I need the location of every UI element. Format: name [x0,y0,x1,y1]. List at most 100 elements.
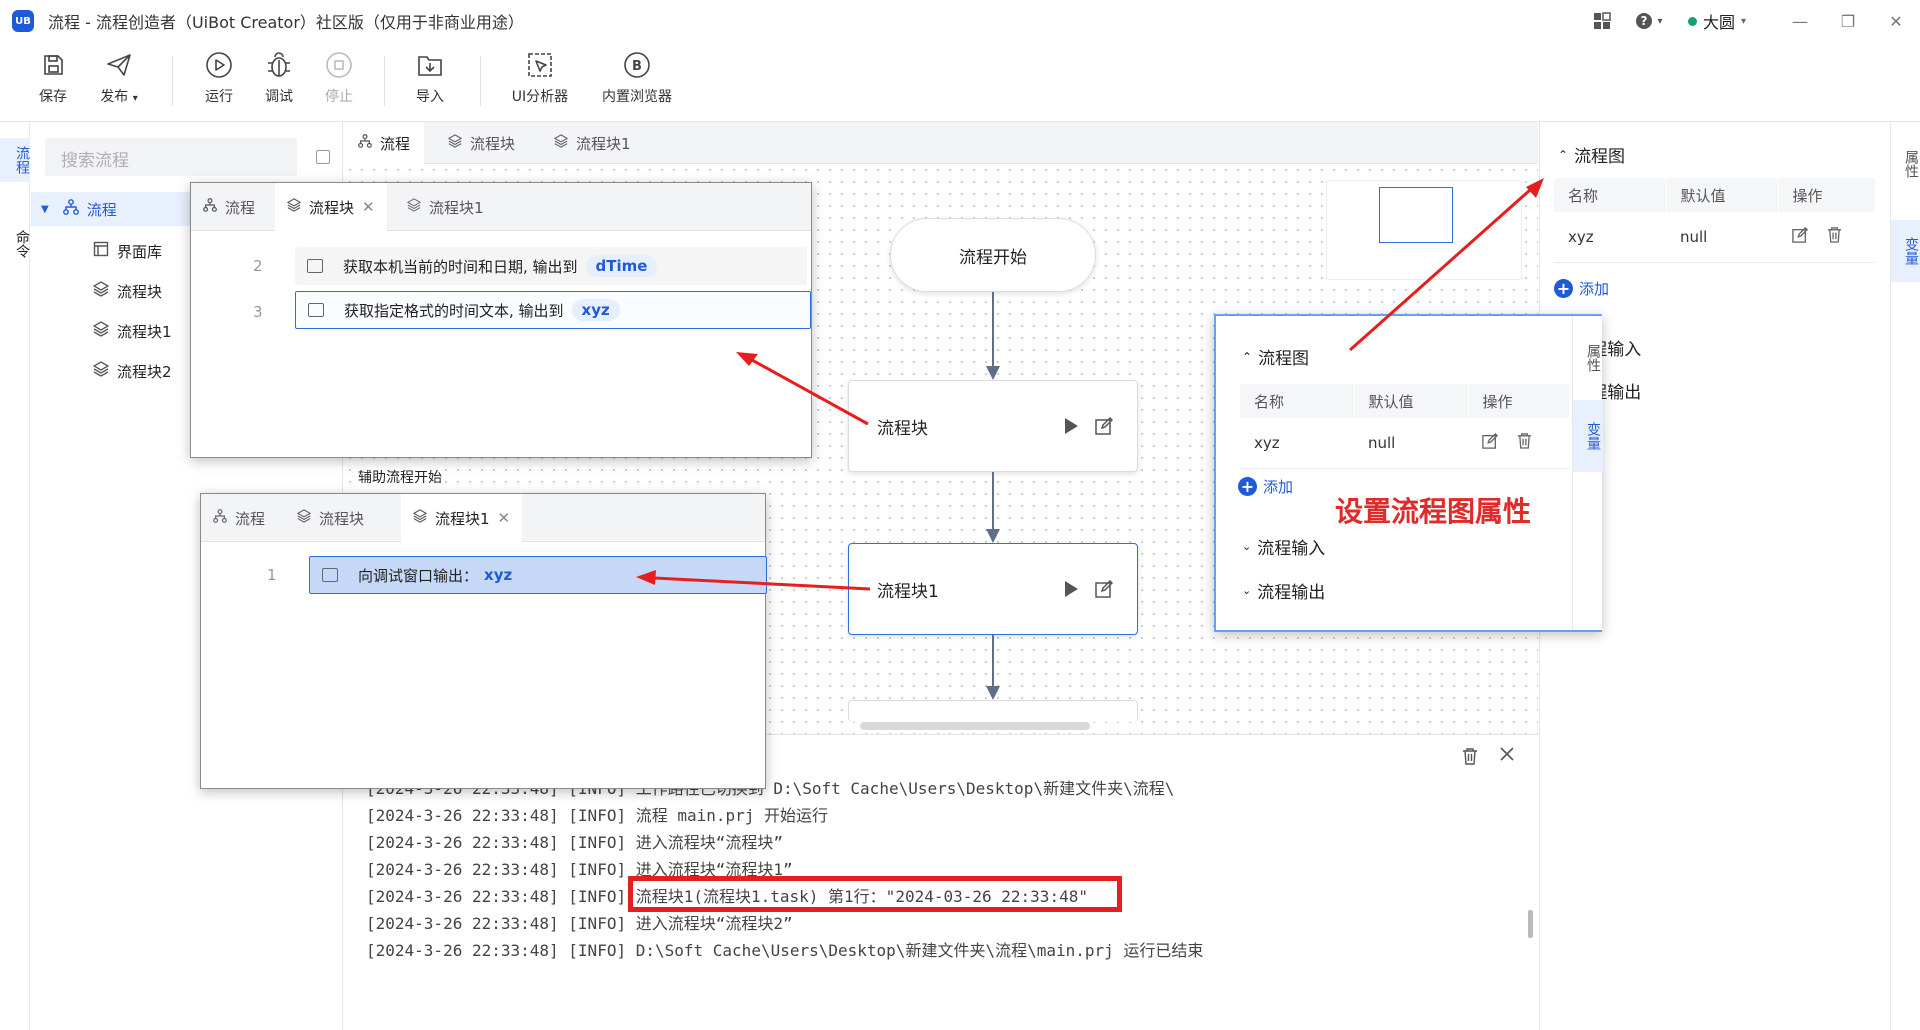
trash-icon[interactable] [1462,747,1478,769]
browser-button[interactable]: B 内置浏览器 [592,48,682,106]
canvas-minimap[interactable] [1326,180,1522,280]
flowchart-section-header[interactable]: ⌃ 流程图 [1558,142,1625,167]
tree-item-block1[interactable]: 流程块1 [92,314,172,348]
table-row[interactable]: xyz null [1240,418,1570,469]
tab-properties[interactable]: 属性 [1585,344,1601,372]
tab-flow[interactable]: 流程 [344,122,425,164]
log-line: [2024-3-26 22:33:48] [INFO] 进入流程块“流程块1” [366,860,793,879]
debug-button[interactable]: 调试 [244,48,314,106]
collapse-panel-icon[interactable] [316,150,330,164]
tab-block1[interactable]: 流程块1 [395,183,496,231]
close-icon[interactable] [1500,747,1514,769]
variable-name[interactable]: xyz [1240,418,1354,469]
canvas-horizontal-scrollbar[interactable] [860,722,1090,730]
flow-block2-node-partial[interactable] [848,700,1138,722]
flow-input-section[interactable]: ⌄ 流程输入 [1242,534,1325,559]
tab-variables[interactable]: 变量 [1573,400,1603,472]
tab-flow[interactable]: 流程 [201,494,277,542]
variable-name[interactable]: xyz [1554,212,1666,263]
save-button[interactable]: 保存 [18,48,88,106]
edit-icon[interactable] [1792,227,1809,247]
close-button[interactable]: ✕ [1889,11,1903,31]
variable-default[interactable]: null [1354,418,1468,469]
chevron-down-icon: ⌄ [1242,584,1252,597]
trash-icon[interactable] [1827,227,1842,247]
aux-flow-start-label[interactable]: 辅助流程开始 [356,467,444,487]
log-vertical-scrollbar[interactable] [1528,910,1533,938]
log-line: [2024-3-26 22:33:48] [INFO] 流程块1(流程块1.ta… [366,887,1088,906]
statement-text: 获取指定格式的时间文本, 输出到 [344,301,564,320]
tab-properties[interactable]: 属性 [1903,150,1919,178]
column-header: 操作 [1778,178,1876,212]
minimap-viewport[interactable] [1379,187,1453,243]
run-label: 运行 [205,89,233,105]
layers-icon [553,134,569,152]
bug-icon [264,50,294,80]
layers-icon [412,509,428,527]
play-icon[interactable] [1063,580,1079,603]
tab-variables[interactable]: 变量 [1891,220,1920,282]
statement-row-selected[interactable]: 获取指定格式的时间文本, 输出到 xyz [295,291,811,329]
run-button[interactable]: 运行 [184,48,254,106]
close-icon[interactable]: ✕ [362,198,375,216]
edit-icon[interactable] [1095,579,1114,603]
help-icon[interactable]: ? ▾ [1622,0,1676,42]
tab-command-rail[interactable]: 命令 [14,230,30,258]
tab-block[interactable]: 流程块 [285,494,376,542]
minimize-button[interactable]: — [1792,11,1808,31]
log-line: [2024-3-26 22:33:48] [INFO] 流程 main.prj … [366,806,829,825]
statement-text: 向调试窗口输出： [358,566,479,585]
section-title: 流程输出 [1257,583,1326,603]
tree-item-block2[interactable]: 流程块2 [92,354,172,388]
tab-flow-rail[interactable]: 流程 [0,138,30,182]
trash-icon[interactable] [1517,433,1532,453]
tree-item-block[interactable]: 流程块 [92,274,162,308]
variable-chip[interactable]: dTime [585,255,658,277]
add-variable-button[interactable]: + 添加 [1554,278,1609,299]
statement-row-selected[interactable]: 向调试窗口输出： xyz [309,556,767,594]
flowchart-icon [62,199,79,219]
properties-panel: ⌃ 流程图 名称 默认值 操作 xyz null + 添加 ⌄ 流程输入 ⌄ 流… [1539,122,1890,1030]
flow-output-section[interactable]: ⌄ 流程输出 [1242,578,1325,603]
add-variable-button[interactable]: + 添加 [1238,476,1293,497]
edit-icon[interactable] [1095,416,1114,440]
tab-label: 流程块1 [429,198,484,217]
stop-button[interactable]: 停止 [304,48,374,106]
table-row[interactable]: xyz null [1554,212,1876,263]
tab-label: 流程 [225,198,256,217]
search-input[interactable]: 搜索流程 [45,138,297,176]
ui-library-icon [93,241,109,261]
grid-apps-icon[interactable] [1582,0,1622,42]
tab-block1[interactable]: 流程块1 [540,122,645,164]
variable-chip[interactable]: xyz [571,299,620,321]
flow-start-node[interactable]: 流程开始 [890,218,1096,292]
annotation-note: 设置流程图属性 [1335,495,1532,528]
flowchart-section-header[interactable]: ⌃ 流程图 [1242,344,1309,369]
plus-icon: + [1238,477,1257,496]
flow-block1-node[interactable]: 流程块1 [848,543,1138,635]
tab-block[interactable]: 流程块 ✕ [275,183,387,231]
close-icon[interactable]: ✕ [497,509,511,527]
import-icon [415,50,445,80]
statement-row[interactable]: 获取本机当前的时间和日期, 输出到 dTime [295,247,807,285]
add-label: 添加 [1263,478,1294,496]
tab-block1[interactable]: 流程块1 ✕ [401,494,523,542]
publish-button[interactable]: 发布 ▾ [84,48,154,106]
user-menu[interactable]: 大圆 ▾ [1687,9,1746,33]
edit-icon[interactable] [1482,433,1499,453]
tree-item-ui-library[interactable]: 界面库 [93,234,162,268]
restore-button[interactable]: ❐ [1840,11,1856,31]
callout-properties: ⌃ 流程图 名称 默认值 操作 xyz null + 添加 ⌄ 流程输入 ⌄ 流… [1214,314,1603,632]
play-icon[interactable] [1063,417,1079,440]
tab-block[interactable]: 流程块 [434,122,529,164]
line-number: 2 [253,257,263,275]
import-button[interactable]: 导入 [395,48,465,106]
tab-label: 流程块1 [435,509,490,528]
add-label: 添加 [1579,280,1610,298]
browser-icon: B [622,50,652,80]
variable-chip[interactable]: xyz [484,566,513,584]
flow-block-node[interactable]: 流程块 [848,380,1138,472]
tab-flow[interactable]: 流程 [191,183,267,231]
ui-analyzer-button[interactable]: UI分析器 [500,48,580,106]
variable-default[interactable]: null [1666,212,1778,263]
